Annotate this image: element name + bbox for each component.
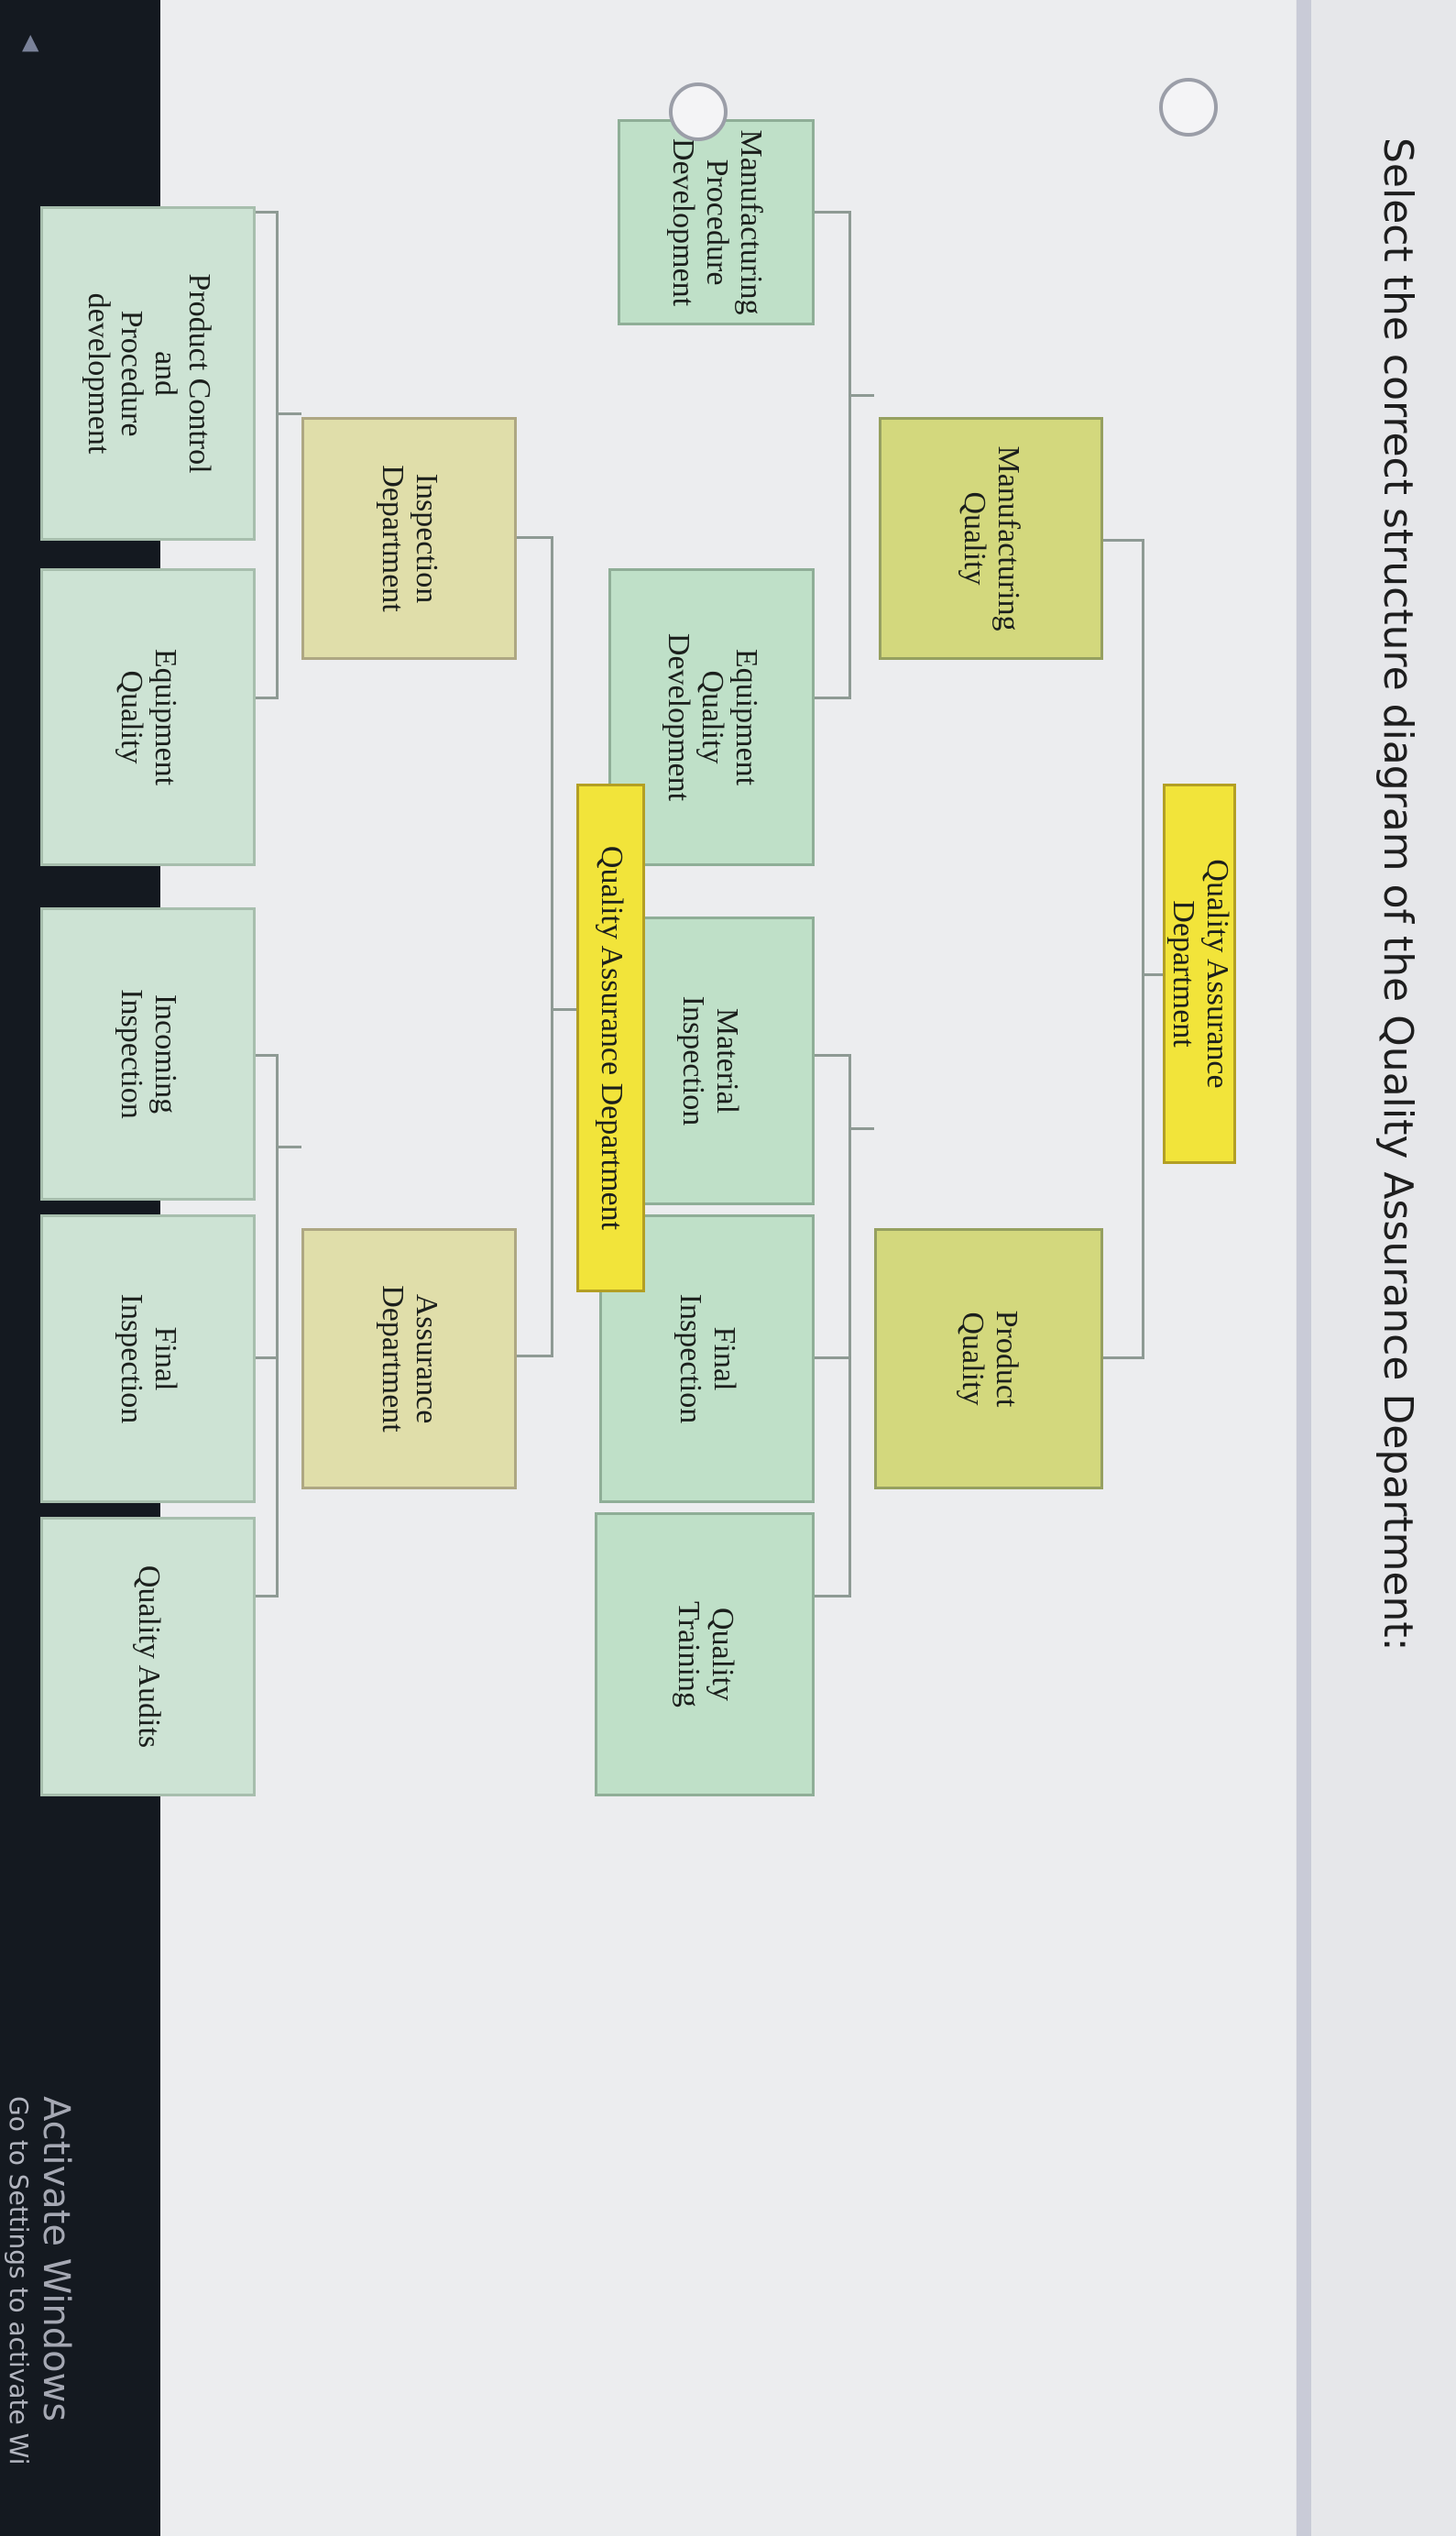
option-b-leaf: Incoming Inspection — [40, 907, 256, 1201]
option-b-root: Quality Assurance Department — [576, 784, 645, 1292]
connector — [848, 211, 851, 697]
connector — [848, 1054, 851, 1595]
connector — [256, 697, 279, 699]
top-bar-accent — [1297, 0, 1311, 2536]
option-b-leaf: Equipment Quality — [40, 568, 256, 866]
connector — [851, 1127, 874, 1130]
connector — [279, 1146, 301, 1148]
connector — [256, 1356, 279, 1359]
connector — [256, 1595, 279, 1597]
connector — [815, 1054, 851, 1057]
connector — [815, 697, 851, 699]
connector — [276, 1054, 279, 1595]
option-b-leaf: Quality Audits — [40, 1517, 256, 1796]
option-a-root: Quality Assurance Department — [1163, 784, 1236, 1164]
connector — [815, 1356, 851, 1359]
option-b-inspection-department: Inspection Department — [301, 417, 517, 660]
option-a-leaf: Quality Training — [595, 1512, 815, 1796]
connector — [815, 211, 851, 214]
option-a-manufacturing-quality: Manufacturing Quality — [879, 417, 1103, 660]
chevron-icon[interactable]: ◀ — [19, 35, 45, 52]
connector — [553, 1008, 576, 1011]
connector — [279, 412, 301, 415]
connector — [1103, 539, 1144, 542]
activate-windows-title: Activate Windows — [35, 2096, 77, 2422]
option-b-assurance-department: Assurance Department — [301, 1228, 517, 1489]
option-b-radio[interactable] — [669, 82, 728, 141]
connector — [256, 211, 279, 214]
connector — [551, 536, 553, 1356]
connector — [815, 1595, 851, 1597]
connector — [517, 536, 553, 539]
option-b-leaf: Final Inspection — [40, 1214, 256, 1503]
option-a-radio[interactable] — [1159, 78, 1218, 137]
connector — [1103, 1356, 1144, 1359]
activate-windows-subtitle: Go to Settings to activate Wi — [4, 2096, 34, 2465]
connector — [256, 1054, 279, 1057]
connector — [1142, 539, 1144, 1358]
option-b-leaf: Product Control and Procedure developmen… — [40, 206, 256, 541]
connector — [851, 394, 874, 397]
option-a-product-quality: Product Quality — [874, 1228, 1103, 1489]
option-a-leaf: Manufacturing Procedure Development — [618, 119, 815, 325]
connector — [517, 1355, 553, 1357]
question-text: Select the correct structure diagram of … — [1374, 137, 1421, 1652]
connector — [276, 211, 279, 697]
